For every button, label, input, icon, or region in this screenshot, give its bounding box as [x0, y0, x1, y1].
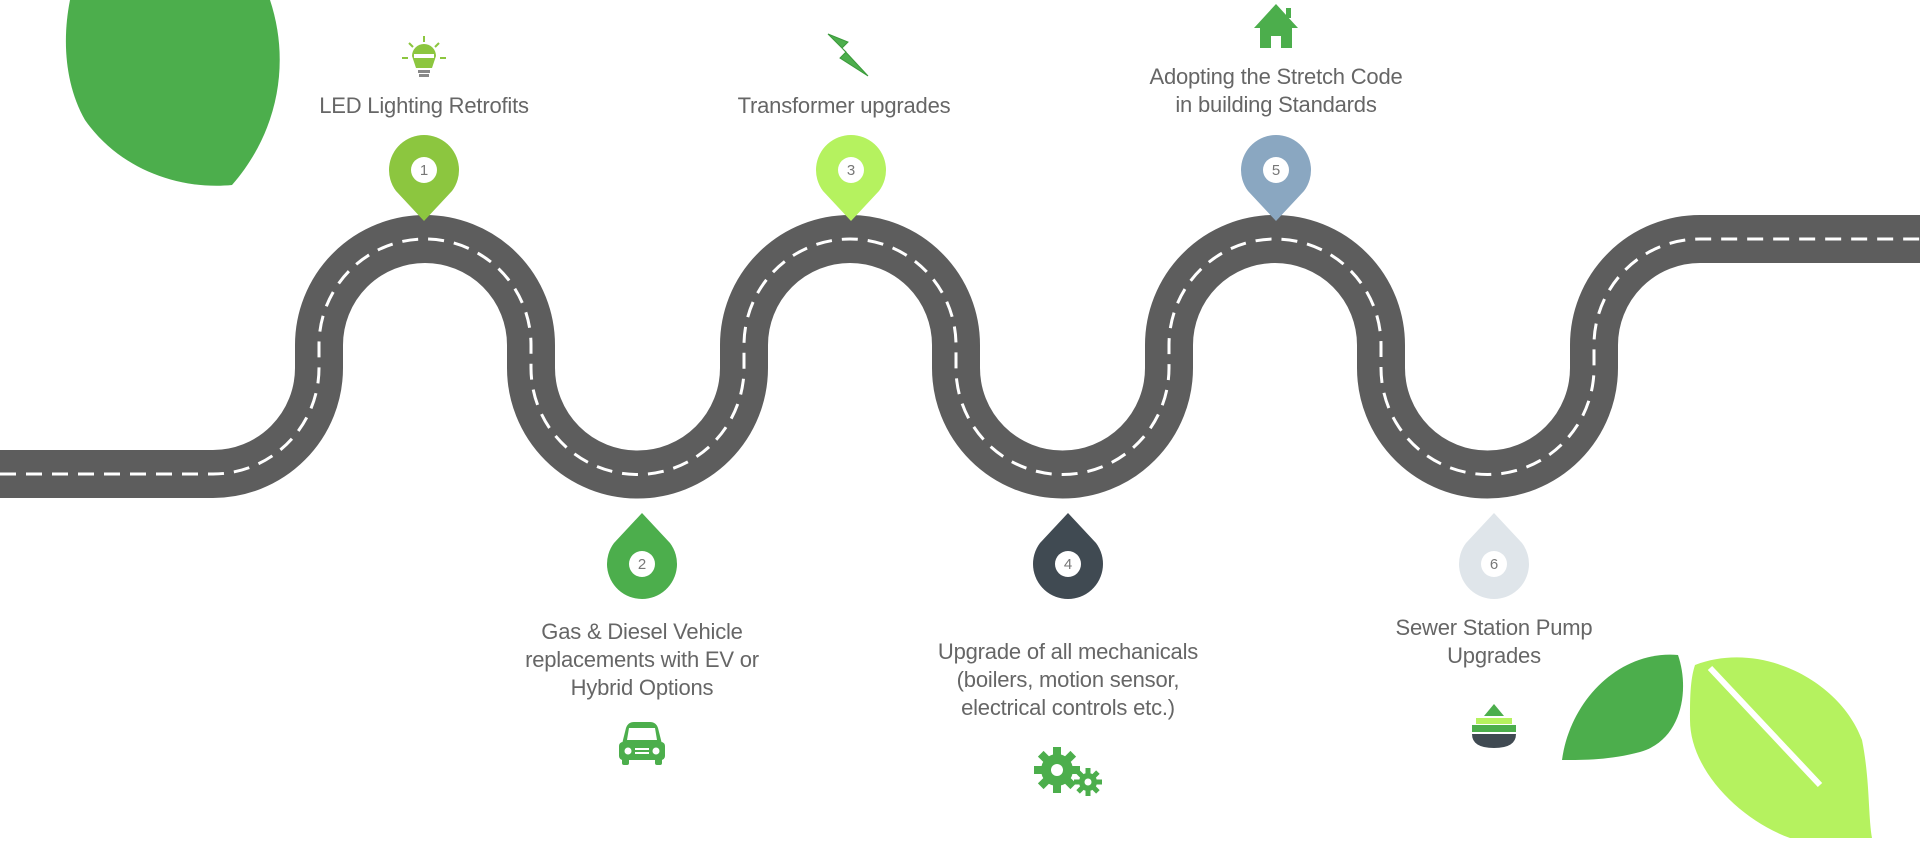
pin-number-badge — [838, 157, 864, 183]
milestone-pin-1: 1 — [389, 134, 459, 221]
pump-station-icon — [1472, 704, 1516, 748]
milestone-pins: 1 2 3 4 5 6 — [389, 134, 1529, 599]
lightbulb-icon — [402, 36, 446, 77]
milestone-pin-2: 2 — [607, 513, 677, 599]
milestone-label-1: LED Lighting Retrofits — [319, 93, 529, 118]
pin-number-badge — [411, 157, 437, 183]
pin-number-badge — [1263, 157, 1289, 183]
milestone-icons — [402, 4, 1516, 796]
milestone-pin-5: 5 — [1241, 135, 1311, 221]
milestone-pin-4: 4 — [1033, 513, 1103, 599]
leaf-vein — [1707, 665, 1823, 788]
pin-number: 1 — [420, 162, 428, 179]
road — [0, 215, 1920, 499]
milestone-pin-6: 6 — [1459, 513, 1529, 599]
pin-number: 4 — [1064, 556, 1072, 573]
milestone-label-2: Gas & Diesel Vehicle replacements with E… — [525, 619, 759, 700]
pin-number: 5 — [1272, 162, 1280, 179]
pin-number: 2 — [638, 556, 646, 573]
gears-icon — [1034, 747, 1102, 796]
house-icon — [1254, 4, 1298, 48]
pin-number: 6 — [1490, 556, 1498, 573]
milestone-label-3: Transformer upgrades — [737, 93, 951, 118]
pin-number-badge — [629, 551, 655, 577]
leaf-bottom-right-dark — [1562, 654, 1684, 760]
milestone-label-5: Adopting the Stretch Code in building St… — [1149, 64, 1403, 117]
leaf-top-left — [65, 0, 280, 186]
pin-number: 3 — [847, 162, 855, 179]
pin-number-badge — [1481, 551, 1507, 577]
milestone-pin-3: 3 — [816, 135, 886, 221]
milestone-label-4: Upgrade of all mechanicals (boilers, mot… — [937, 639, 1199, 720]
pin-number-badge — [1055, 551, 1081, 577]
road-lane-marking — [0, 237, 1920, 476]
car-icon — [619, 722, 665, 765]
milestone-label-6: Sewer Station Pump Upgrades — [1395, 615, 1593, 668]
lightning-bolt-icon — [827, 33, 869, 77]
